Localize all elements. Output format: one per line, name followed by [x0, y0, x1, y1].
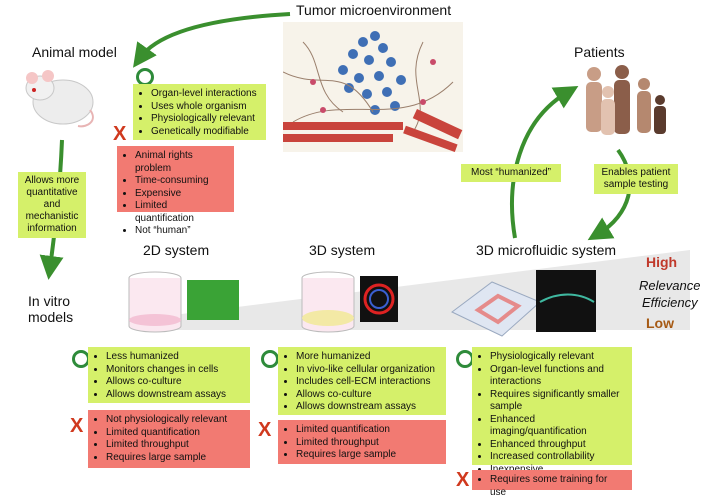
list-item: Requires large sample — [106, 452, 244, 465]
tumor-title: Tumor microenvironment — [296, 2, 452, 18]
invitro-title: In vitro models — [28, 293, 73, 325]
list-item: Allows downstream assays — [106, 389, 244, 402]
list-item: Allows co-culture — [296, 389, 440, 402]
note-quantitative-line: quantitative — [26, 187, 78, 198]
animal-cons-box: Animal rights problemTime-consumingExpen… — [117, 146, 234, 236]
list-item: Not “human” — [135, 225, 228, 238]
note-patient-line: sample testing — [603, 179, 669, 190]
sys3dmf-illustration — [451, 270, 596, 337]
patients-illustration — [586, 65, 666, 135]
sys3dmf-cons-list: Requires some training for use — [478, 474, 626, 499]
list-item: Inexpensive — [490, 464, 626, 477]
list-item: Animal rights problem — [135, 150, 228, 175]
note-patient-testing: Enables patient sample testing — [594, 164, 678, 194]
list-item: Limited quantification — [296, 424, 440, 437]
animal-pros-box: Organ-level interactionsUses whole organ… — [133, 84, 266, 140]
note-quantitative: Allows more quantitative and mechanistic… — [18, 172, 86, 238]
sys3dmf-pros-list: Physiologically relevantOrgan-level func… — [478, 351, 626, 476]
list-item: Limited quantification — [135, 200, 228, 225]
sys2d-title: 2D system — [143, 242, 210, 258]
animal-cons-list: Animal rights problemTime-consumingExpen… — [123, 150, 228, 238]
note-patient-line: Enables patient — [601, 167, 671, 178]
list-item: Less humanized — [106, 351, 244, 364]
list-item: Requires some training for use — [490, 474, 626, 499]
list-item: Physiologically relevant — [151, 113, 260, 126]
scale-relevance: Relevance — [639, 278, 701, 293]
list-item: Organ-level functions and interactions — [490, 364, 626, 389]
note-quantitative-line: Allows more — [24, 175, 80, 186]
invitro-line-1: In vitro — [28, 293, 71, 309]
sys3d-pros-list: More humanizedIn vivo-like cellular orga… — [284, 351, 440, 414]
sys2d-pros-box: Less humanizedMonitors changes in cellsA… — [88, 347, 250, 403]
list-item: Organ-level interactions — [151, 88, 260, 101]
animal-pros-list: Organ-level interactionsUses whole organ… — [139, 88, 260, 138]
list-item: In vivo-like cellular organization — [296, 364, 440, 377]
scale-high: High — [646, 254, 678, 270]
sys3d-cons-box: Limited quantificationLimited throughput… — [278, 420, 446, 464]
sys3d-pros-box: More humanizedIn vivo-like cellular orga… — [278, 347, 446, 415]
list-item: Limited throughput — [296, 437, 440, 450]
sys3dmf-pros-box: Physiologically relevantOrgan-level func… — [472, 347, 632, 475]
patients-title: Patients — [574, 44, 625, 60]
list-item: More humanized — [296, 351, 440, 364]
sys3dmf-cons-box: Requires some training for use — [472, 470, 632, 498]
list-item: Not physiologically relevant — [106, 414, 244, 427]
sys2d-illustration — [128, 271, 239, 333]
list-item: Enhanced imaging/quantification — [490, 414, 626, 439]
list-item: Time-consuming — [135, 175, 228, 188]
sys3dmf-title: 3D microfluidic system — [476, 242, 617, 258]
list-item: Genetically modifiable — [151, 126, 260, 139]
animal-title: Animal model — [32, 44, 117, 60]
sys2d-con-symbol: X — [70, 415, 84, 437]
sys3d-con-symbol: X — [258, 419, 272, 441]
arrow-tumor-to-animal — [133, 12, 291, 68]
note-humanized: Most “humanized” — [461, 164, 561, 182]
scale-efficiency: Efficiency — [642, 295, 698, 310]
list-item: Includes cell-ECM interactions — [296, 376, 440, 389]
sys3d-title: 3D system — [309, 242, 376, 258]
arrow-patients-to-microfluidic — [587, 148, 632, 241]
mouse-illustration — [25, 70, 94, 128]
sys3d-illustration — [301, 271, 398, 333]
list-item: Allows downstream assays — [296, 401, 440, 414]
sys3d-cons-list: Limited quantificationLimited throughput… — [284, 424, 440, 462]
list-item: Requires significantly smaller sample — [490, 389, 626, 414]
sys2d-cons-box: Not physiologically relevantLimited quan… — [88, 410, 250, 468]
list-item: Uses whole organism — [151, 101, 260, 114]
list-item: Allows co-culture — [106, 376, 244, 389]
scale-low: Low — [646, 315, 674, 331]
list-item: Monitors changes in cells — [106, 364, 244, 377]
sys3d-pro-symbol — [261, 350, 279, 368]
list-item: Limited throughput — [106, 439, 244, 452]
invitro-line-2: models — [28, 309, 74, 325]
animal-con-symbol: X — [113, 123, 127, 145]
list-item: Expensive — [135, 188, 228, 201]
list-item: Limited quantification — [106, 427, 244, 440]
sys2d-pros-list: Less humanizedMonitors changes in cellsA… — [94, 351, 244, 401]
arrow-microfluidic-to-patients — [510, 85, 579, 239]
list-item: Physiologically relevant — [490, 351, 626, 364]
list-item: Increased controllability — [490, 451, 626, 464]
note-quantitative-line: information — [27, 223, 77, 234]
tumor-illustration — [283, 22, 463, 152]
list-item: Enhanced throughput — [490, 439, 626, 452]
note-quantitative-line: and — [43, 199, 61, 210]
list-item: Requires large sample — [296, 449, 440, 462]
sys2d-cons-list: Not physiologically relevantLimited quan… — [94, 414, 244, 464]
sys3dmf-con-symbol: X — [456, 469, 470, 491]
note-quantitative-line: mechanistic — [25, 211, 79, 222]
